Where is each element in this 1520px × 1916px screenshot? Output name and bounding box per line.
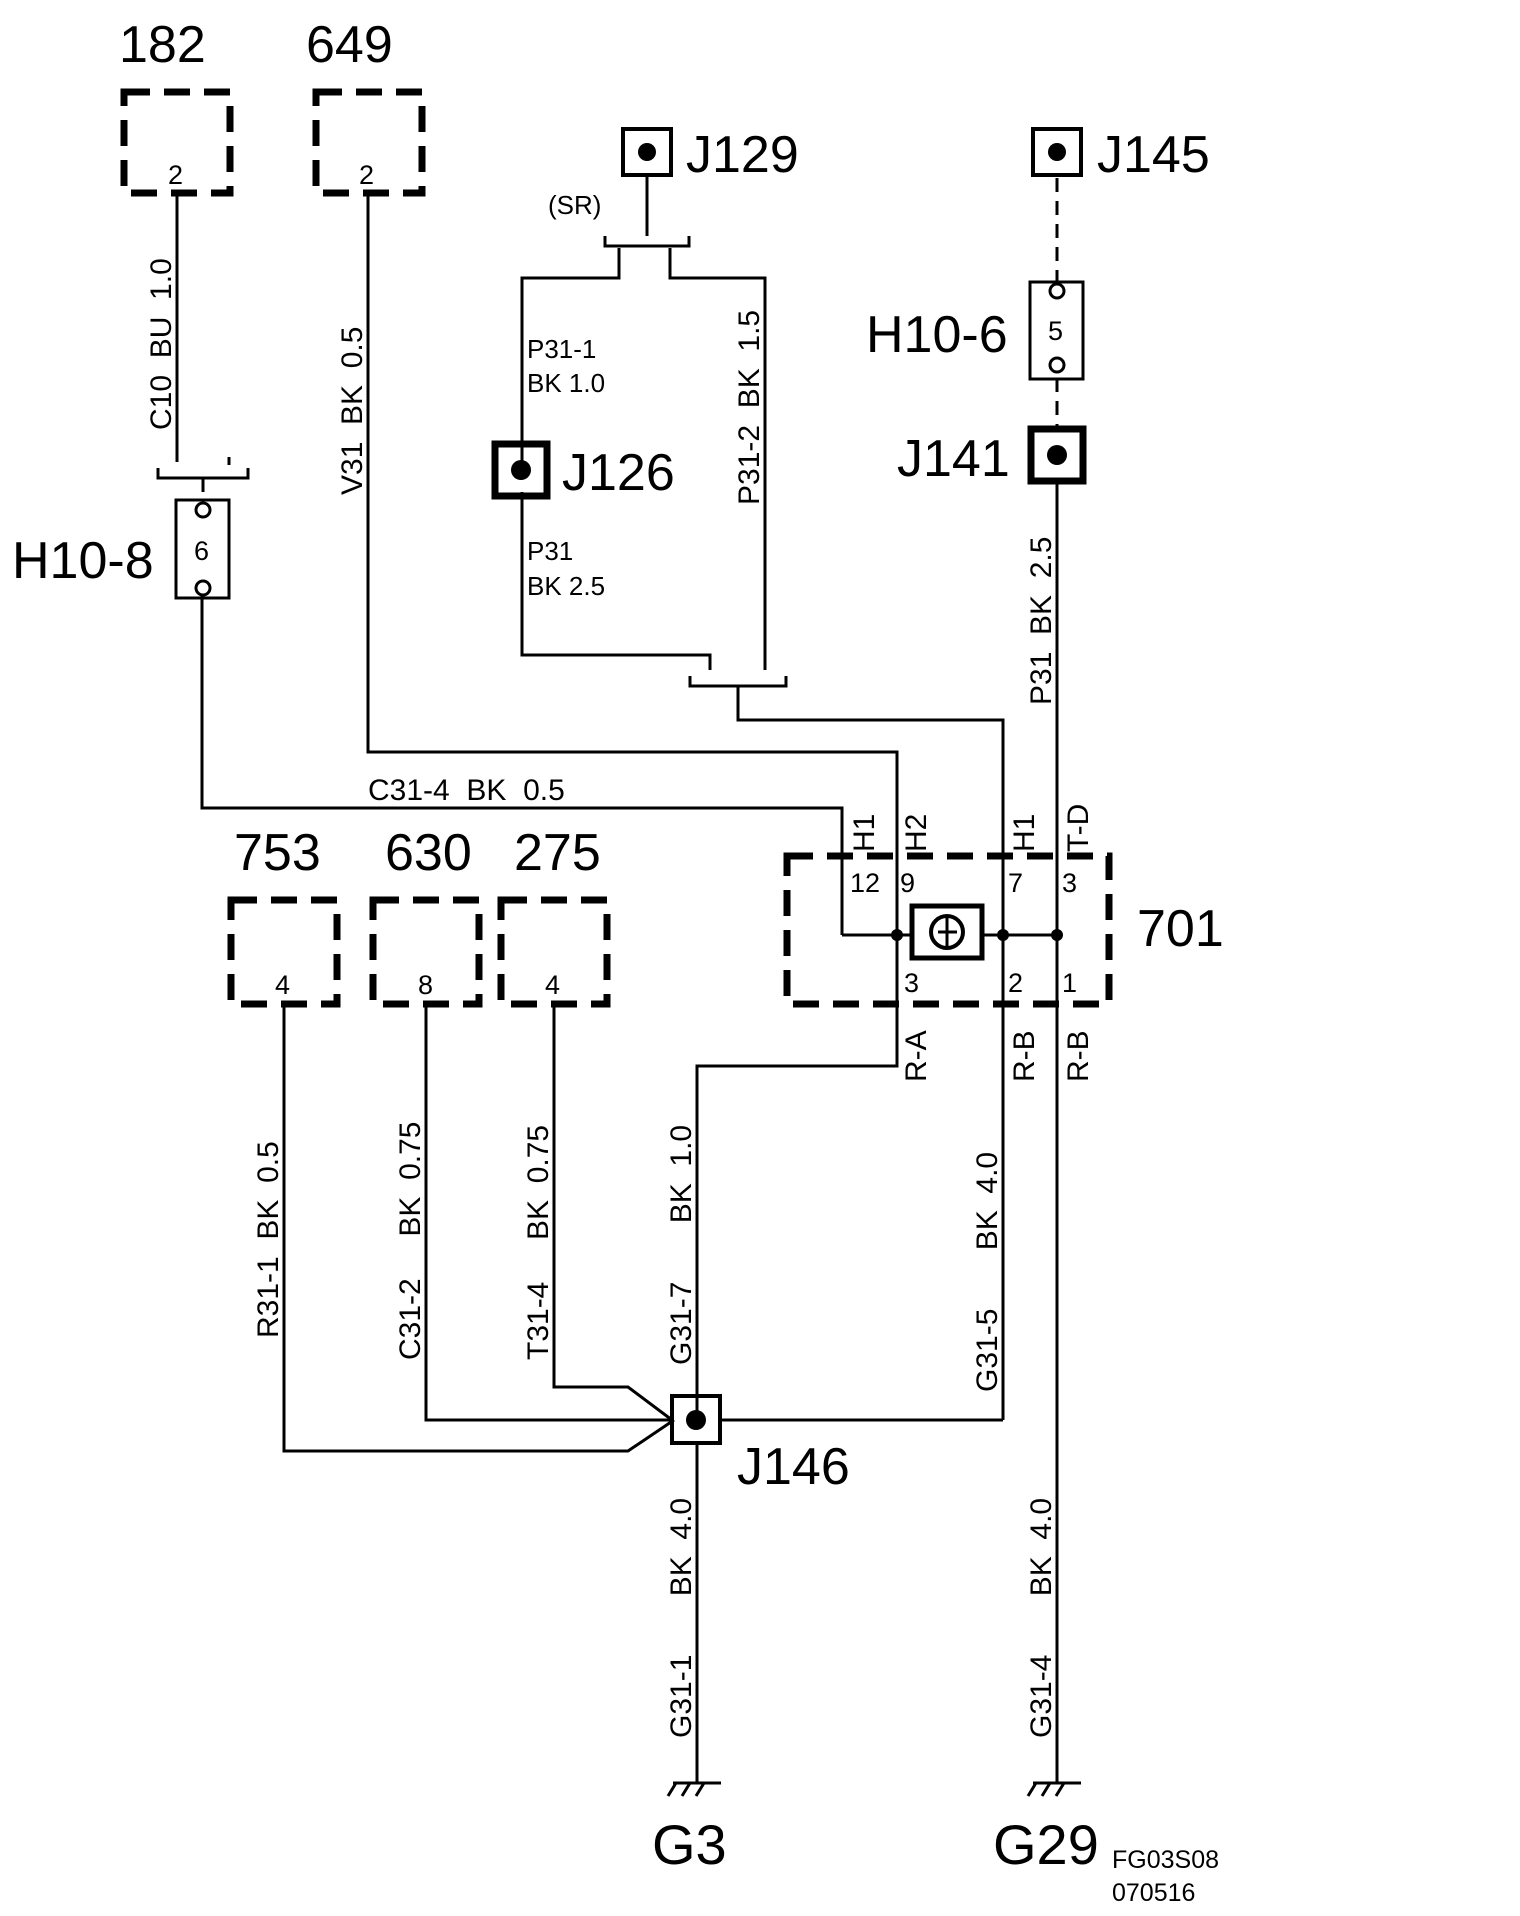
connector-h10-6-pin: 5 [1048,316,1063,346]
junction-j141-box [1027,425,1087,485]
wire-label-g31-5: G31-5 BK 4.0 [971,1152,1004,1392]
junction-j146-box [670,1394,722,1445]
junction-j141-label: J141 [897,430,1010,488]
ground-g3-label: G3 [652,1813,727,1876]
junction-j129-box [621,127,673,177]
component-182-label: 182 [119,16,206,74]
component-630-label: 630 [385,824,472,882]
component-753-pin: 4 [275,970,290,1000]
module-701-top-pin: 12 [850,868,880,898]
annotation-sr: (SR) [548,190,601,220]
wire-label-c31-4: C31-4 BK 0.5 [368,774,565,807]
wire-label-c10: C10 BU 1.0 [145,258,178,430]
ground-g29-label: G29 [993,1813,1099,1876]
module-701-top-tag: H2 [900,814,933,852]
wire-label-p31: P31 [527,536,573,566]
wire-label-p31-1-spec: BK 1.0 [527,368,605,398]
junction-j126-box [491,440,551,500]
module-701-bottom-pin: 1 [1062,968,1077,998]
module-701-top-tag: H1 [848,814,881,852]
connector-h10-6-label: H10-6 [866,306,1008,364]
component-649-label: 649 [306,16,393,74]
module-701-bottom-pin: 3 [904,968,919,998]
wire-label-g31-4: G31-4 BK 4.0 [1025,1498,1058,1738]
wire-label-p31-right: P31 BK 2.5 [1025,537,1058,705]
wire-label-p31-spec: BK 2.5 [527,571,605,601]
connector-h10-8-label: H10-8 [12,532,154,590]
wire-label-r31-1: R31-1 BK 0.5 [252,1141,285,1338]
module-701-top-pin: 9 [900,868,915,898]
component-753-label: 753 [234,824,321,882]
connector-h10-8-body [174,498,231,600]
module-701-top-tag: T-D [1062,804,1095,852]
component-182-pin: 2 [168,160,183,190]
wire-label-g31-1: G31-1 BK 4.0 [665,1498,698,1738]
wire-label-v31: V31 BK 0.5 [336,327,369,495]
module-701-bottom-pin: 2 [1008,968,1023,998]
component-630-pin: 8 [418,970,433,1000]
wire-label-c31-2: C31-2 BK 0.75 [394,1122,427,1360]
relay-701-body [909,903,985,961]
junction-j126-label: J126 [562,444,675,502]
component-275-label: 275 [514,824,601,882]
junction-j129-label: J129 [686,126,799,184]
wire-label-p31-1: P31-1 [527,334,596,364]
junction-j146-label: J146 [737,1438,850,1496]
junction-j145-box [1031,127,1083,177]
connector-h10-6-body [1028,280,1085,381]
component-649-pin: 2 [359,160,374,190]
junction-j145-label: J145 [1097,126,1210,184]
wire-label-p31-2: P31-2 BK 1.5 [733,310,766,505]
module-701-bottom-tag: R-B [1008,1030,1041,1082]
wire-label-g31-7: G31-7 BK 1.0 [665,1125,698,1365]
module-701-top-pin: 7 [1008,868,1023,898]
figure-caption-date: 070516 [1112,1879,1195,1907]
module-701-bottom-tag: R-B [1062,1030,1095,1082]
module-701-top-pin: 3 [1062,868,1077,898]
wire-group [175,176,1081,1797]
module-701-bottom-tag: R-A [900,1030,933,1082]
module-701-top-tag: H1 [1008,814,1041,852]
component-275-pin: 4 [545,970,560,1000]
component-701-label: 701 [1137,900,1224,958]
connector-h10-8-pin: 6 [194,536,209,566]
wire-label-t31-4: T31-4 BK 0.75 [522,1125,555,1360]
figure-caption-code: FG03S08 [1112,1846,1219,1874]
component-box-701 [783,852,1113,1008]
